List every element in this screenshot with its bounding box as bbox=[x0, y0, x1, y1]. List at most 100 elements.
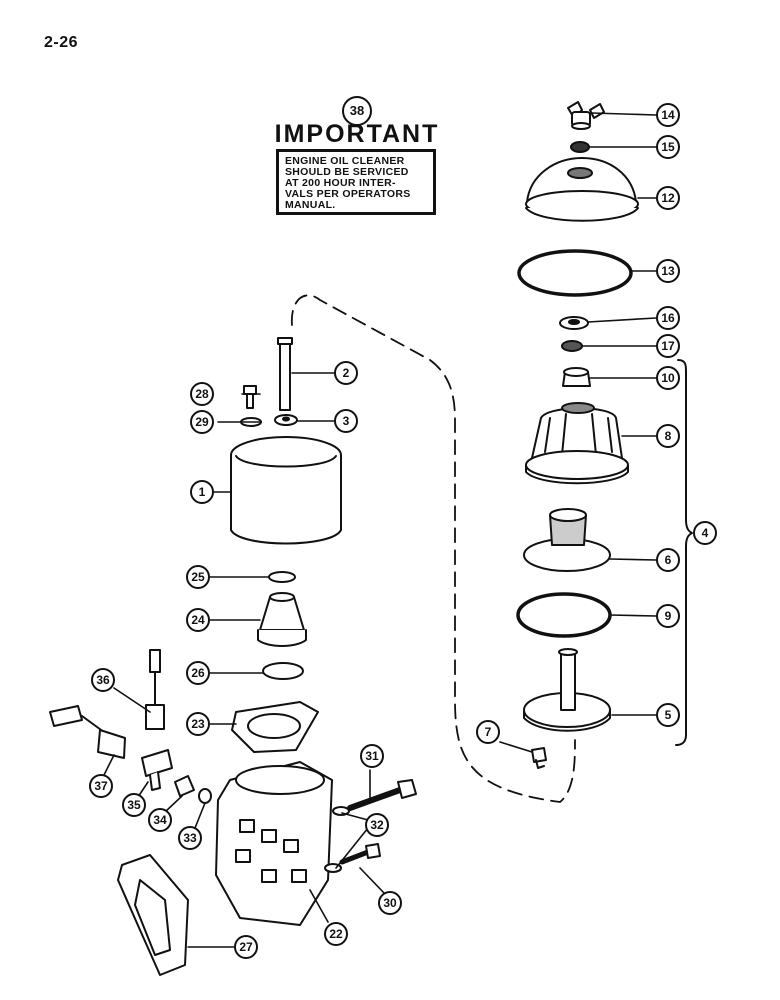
svg-text:33: 33 bbox=[183, 831, 197, 845]
svg-text:17: 17 bbox=[661, 339, 675, 353]
notice-box: ENGINE OIL CLEANER SHOULD BE SERVICED AT… bbox=[276, 149, 436, 215]
callout-2: 2 bbox=[334, 361, 358, 385]
callout-1: 1 bbox=[190, 480, 214, 504]
part-long-bolt bbox=[347, 779, 417, 811]
svg-text:34: 34 bbox=[153, 813, 167, 827]
part-o-ring-25 bbox=[268, 571, 296, 583]
part-tee-fitting bbox=[141, 749, 173, 791]
part-shaft bbox=[277, 337, 293, 411]
callout-24: 24 bbox=[186, 608, 210, 632]
svg-text:16: 16 bbox=[661, 311, 675, 325]
callout-35: 35 bbox=[122, 793, 146, 817]
part-spindle-base bbox=[523, 648, 611, 732]
svg-text:14: 14 bbox=[661, 108, 675, 122]
callout-27: 27 bbox=[234, 935, 258, 959]
part-sender-36 bbox=[145, 649, 165, 730]
svg-text:36: 36 bbox=[96, 673, 110, 687]
part-small-bolt bbox=[243, 385, 257, 409]
svg-text:7: 7 bbox=[485, 725, 492, 739]
svg-text:29: 29 bbox=[195, 415, 209, 429]
part-wing-nut bbox=[567, 101, 605, 130]
callout-8: 8 bbox=[656, 424, 680, 448]
part-sender-37 bbox=[49, 705, 126, 759]
callout-34: 34 bbox=[148, 808, 172, 832]
assembly-dashed-outline bbox=[291, 294, 576, 803]
notice-line: VALS PER OPERATORS bbox=[285, 188, 411, 200]
notice-line: MANUAL. bbox=[285, 199, 336, 211]
svg-text:23: 23 bbox=[191, 717, 205, 731]
svg-text:3: 3 bbox=[343, 414, 350, 428]
page-number: 2-26 bbox=[44, 34, 79, 51]
callout-markers: 14 15 12 13 16 17 10 8 4 6 9 5 7 2 3 28 … bbox=[89, 103, 717, 959]
part-gasket-23 bbox=[231, 701, 319, 753]
part-nut-10 bbox=[562, 367, 591, 387]
part-bolt-30 bbox=[339, 843, 381, 865]
part-o-ring-9 bbox=[516, 592, 612, 638]
svg-text:8: 8 bbox=[665, 429, 672, 443]
part-cone bbox=[257, 592, 307, 647]
callout-6: 6 bbox=[656, 548, 680, 572]
callout-3: 3 bbox=[334, 409, 358, 433]
svg-text:12: 12 bbox=[661, 191, 675, 205]
part-gasket-27 bbox=[117, 854, 189, 976]
notice-line: AT 200 HOUR INTER- bbox=[285, 177, 396, 189]
callout-37: 37 bbox=[89, 774, 113, 798]
svg-text:13: 13 bbox=[661, 264, 675, 278]
part-cover bbox=[525, 157, 639, 222]
part-bowl bbox=[230, 436, 342, 545]
svg-text:28: 28 bbox=[195, 387, 209, 401]
part-washer-33 bbox=[198, 788, 212, 804]
callout-15: 15 bbox=[656, 135, 680, 159]
part-filter bbox=[523, 508, 611, 572]
callout-36: 36 bbox=[91, 668, 115, 692]
part-housing bbox=[215, 761, 333, 926]
callout-5: 5 bbox=[656, 703, 680, 727]
svg-text:1: 1 bbox=[199, 485, 206, 499]
svg-text:10: 10 bbox=[661, 371, 675, 385]
part-plug bbox=[531, 747, 547, 769]
callout-28: 28 bbox=[190, 382, 214, 406]
svg-text:5: 5 bbox=[665, 708, 672, 722]
callout-26: 26 bbox=[186, 661, 210, 685]
callout-25: 25 bbox=[186, 565, 210, 589]
svg-text:6: 6 bbox=[665, 553, 672, 567]
part-rotor bbox=[525, 402, 629, 485]
part-o-ring-26 bbox=[262, 662, 304, 680]
svg-text:22: 22 bbox=[329, 927, 343, 941]
callout-29: 29 bbox=[190, 410, 214, 434]
notice-line: ENGINE OIL CLEANER bbox=[285, 155, 405, 167]
svg-text:37: 37 bbox=[94, 779, 108, 793]
callout-23: 23 bbox=[186, 712, 210, 736]
svg-text:4: 4 bbox=[702, 526, 709, 540]
svg-text:9: 9 bbox=[665, 609, 672, 623]
part-small-washer bbox=[570, 141, 590, 153]
svg-text:30: 30 bbox=[383, 896, 397, 910]
svg-text:35: 35 bbox=[127, 798, 141, 812]
notice-heading: IMPORTANT bbox=[274, 120, 440, 148]
callout-33: 33 bbox=[178, 826, 202, 850]
part-fitting-34 bbox=[174, 775, 195, 797]
callout-13: 13 bbox=[656, 259, 680, 283]
part-large-o-ring bbox=[517, 249, 633, 297]
notice-callout-38: 38 bbox=[342, 96, 372, 126]
callout-31: 31 bbox=[360, 744, 384, 768]
callout-30: 30 bbox=[378, 891, 402, 915]
callout-12: 12 bbox=[656, 186, 680, 210]
callout-7: 7 bbox=[476, 720, 500, 744]
svg-text:26: 26 bbox=[191, 666, 205, 680]
notice-line: SHOULD BE SERVICED bbox=[285, 166, 409, 178]
callout-17: 17 bbox=[656, 334, 680, 358]
leader-lines bbox=[103, 112, 657, 948]
part-seal-17 bbox=[561, 340, 583, 352]
svg-text:15: 15 bbox=[661, 140, 675, 154]
callout-22: 22 bbox=[324, 922, 348, 946]
callout-9: 9 bbox=[656, 604, 680, 628]
svg-text:24: 24 bbox=[191, 613, 205, 627]
callout-4: 4 bbox=[693, 521, 717, 545]
svg-text:2: 2 bbox=[343, 366, 350, 380]
svg-text:31: 31 bbox=[365, 749, 379, 763]
svg-text:25: 25 bbox=[191, 570, 205, 584]
callout-14: 14 bbox=[656, 103, 680, 127]
svg-text:27: 27 bbox=[239, 940, 253, 954]
